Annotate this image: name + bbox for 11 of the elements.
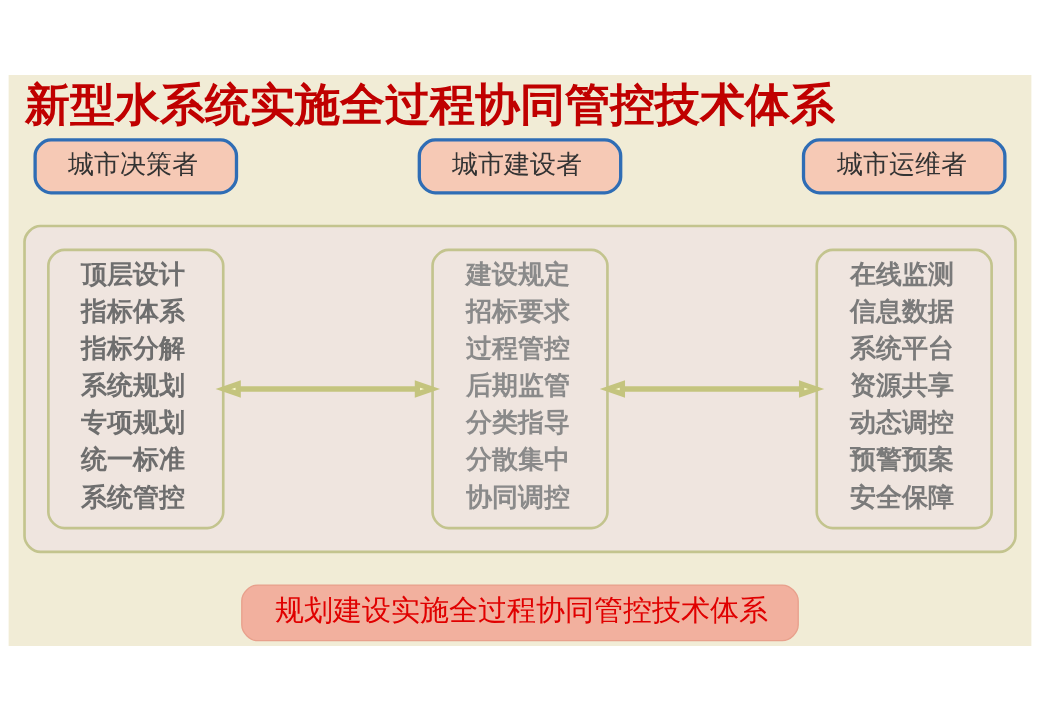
node-box: 城市运维者 bbox=[801, 137, 1007, 195]
node-box: 城市建设者 bbox=[417, 137, 623, 195]
node-box: 城市决策者 bbox=[33, 137, 239, 195]
arrow bbox=[215, 379, 441, 398]
node-box: 建设规定 招标要求 过程管控 后期监管 分类指导 分散集中 协同调控 bbox=[431, 248, 609, 529]
node-box: 规划建设实施全过程协同管控技术体系 bbox=[241, 583, 799, 641]
diagram-title: 新型水系统实施全过程协同管控技术体系 bbox=[24, 77, 835, 131]
arrow bbox=[599, 379, 825, 398]
node-box: 顶层设计 指标体系 指标分解 系统规划 专项规划 统一标准 系统管控 bbox=[47, 248, 225, 529]
node-box: 在线监测 信息数据 系统平台 资源共享 动态调控 预警预案 安全保障 bbox=[815, 248, 993, 529]
cluster bbox=[23, 224, 1017, 553]
